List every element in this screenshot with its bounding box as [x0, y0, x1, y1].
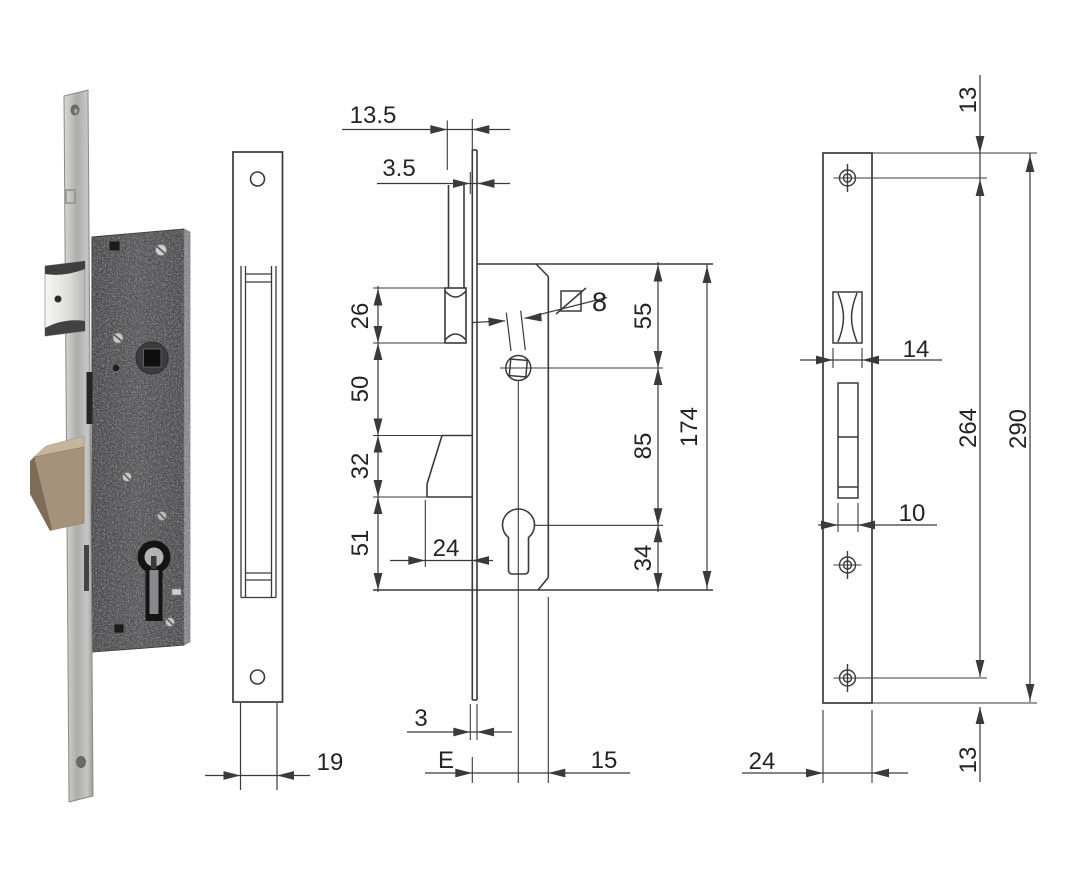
section-extension-lines — [373, 119, 549, 783]
dim-label-3-5: 3.5 — [382, 155, 415, 182]
section-faceplate — [471, 149, 478, 701]
dim-label-290: 290 — [1005, 409, 1032, 449]
lock-section-view — [342, 119, 713, 783]
body-pin-hole — [112, 364, 120, 372]
section-cylinder-hole — [501, 508, 536, 575]
faceplate-front-view — [205, 151, 310, 790]
dim-label-15: 15 — [591, 747, 618, 774]
strike-outline — [822, 152, 873, 704]
dim-label-24-backset: 24 — [433, 535, 460, 562]
body-square-hole-bottom — [113, 623, 125, 634]
body-screw-top — [155, 244, 167, 256]
dim-label-E: E — [438, 747, 454, 774]
body-screw-above-cylinder — [157, 511, 167, 521]
body-screw-bottom-right — [165, 617, 175, 627]
dim-290 — [1025, 153, 1035, 702]
dim-label-34: 34 — [630, 545, 657, 572]
dim-label-10: 10 — [899, 500, 926, 527]
dim-label-26: 26 — [347, 303, 374, 330]
dim-chain-left — [373, 286, 383, 592]
body-square-hole-top — [108, 240, 121, 252]
dim-24-backset — [390, 556, 493, 565]
dim-E-15 — [425, 768, 630, 778]
spindle-square-hole — [143, 348, 162, 368]
square-symbol — [560, 290, 582, 312]
dim-label-32: 32 — [347, 453, 374, 480]
dim-label-13-5: 13.5 — [350, 102, 397, 129]
follower-boss — [135, 341, 169, 375]
dim-19 — [205, 703, 310, 790]
dim-14 — [800, 355, 942, 365]
section-deadbolt — [426, 434, 472, 498]
strike-extension-lines — [822, 152, 1037, 783]
strike-plate-view — [742, 75, 1037, 783]
body-screw-mid — [112, 332, 124, 344]
dim-label-19: 19 — [317, 749, 344, 776]
plate-slot-lower — [84, 545, 89, 591]
strike-screw-hole-middle — [833, 551, 862, 579]
lock-photo — [30, 89, 191, 803]
strike-screw-hole-top — [833, 164, 987, 192]
dim-label-174: 174 — [676, 407, 703, 447]
strike-screw-hole-bottom — [833, 664, 987, 692]
euro-cylinder-hole — [137, 540, 171, 621]
dim-label-264: 264 — [955, 408, 982, 448]
dim-13-bottom — [975, 707, 985, 782]
faceplate-inner-channel — [240, 266, 277, 599]
keyway — [151, 556, 157, 569]
dim-3-5 — [377, 179, 510, 188]
dim-label-85: 85 — [630, 433, 657, 460]
deadbolt-photo — [30, 435, 85, 531]
dim-square-8 — [472, 287, 608, 352]
plate-screw-hole-bottom — [76, 756, 86, 768]
dim-24-strike — [742, 768, 908, 778]
section-latch — [444, 185, 467, 344]
dim-label-14: 14 — [903, 336, 930, 363]
strike-deadbolt-cutout — [837, 382, 859, 499]
latch-bolt-photo — [44, 260, 86, 337]
dim-label-13-bottom: 13 — [955, 747, 982, 774]
plate-slot — [86, 372, 93, 424]
section-follower — [500, 354, 663, 783]
faceplate-hole-top — [249, 171, 266, 187]
dim-chain-right — [653, 262, 663, 592]
dim-3 — [407, 727, 512, 737]
body-screw-lower-left — [122, 472, 132, 482]
dim-13-5 — [342, 125, 510, 134]
lock-body — [91, 228, 191, 653]
dim-10 — [818, 520, 937, 530]
dim-label-51: 51 — [347, 530, 374, 557]
faceplate-hole-bottom — [249, 669, 266, 685]
faceplate-outline — [232, 151, 284, 703]
dim-label-50: 50 — [347, 376, 374, 403]
dim-174 — [702, 264, 712, 590]
strike-latch-cutout — [832, 291, 863, 344]
dim-label-24-strike: 24 — [749, 748, 776, 775]
dim-label-55: 55 — [630, 303, 657, 330]
section-case — [373, 263, 713, 591]
dim-label-13-top: 13 — [955, 87, 982, 114]
dim-label-3: 3 — [414, 705, 427, 732]
latch-pin — [54, 295, 62, 303]
dim-label-square-8: 8 — [592, 287, 607, 317]
dim-13-top-264 — [975, 75, 985, 677]
plate-stamp-mark — [65, 189, 76, 204]
body-slot-bright — [171, 588, 182, 596]
